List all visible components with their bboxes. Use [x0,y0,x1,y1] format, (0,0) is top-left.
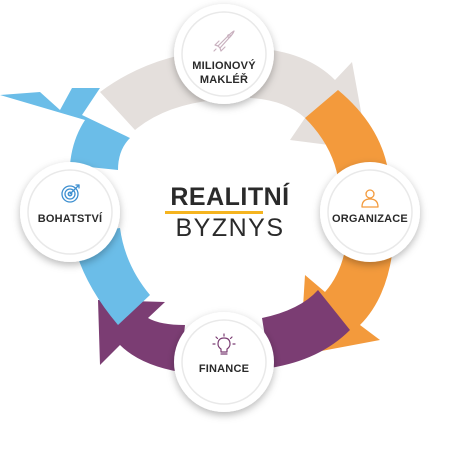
arrow-segment-orange [305,90,388,178]
arrow-segment-blue-head [0,88,130,170]
label-organizace: ORGANIZACE [320,212,420,226]
center-title-line1: REALITNÍ [170,183,290,211]
label-finance: FINANCE [174,362,274,376]
rocket-icon [213,30,235,52]
node-bohatstvi [20,162,120,262]
label-milionovy-makler-line2: MAKLÉŘ [199,74,249,86]
label-finance-text: FINANCE [198,363,250,375]
lightbulb-icon [212,333,236,355]
label-milionovy-makler: MILIONOVÝ MAKLÉŘ [174,59,274,87]
target-icon [61,184,80,203]
node-milionovy-makler [174,4,274,104]
center-title-rule [165,211,263,214]
node-finance [174,312,274,412]
label-bohatstvi: BOHATSTVÍ [20,212,120,226]
person-icon [361,189,379,208]
arrow-segment-purple [262,290,350,368]
node-organizace [320,162,420,262]
center-title-line2: BYZNYS [175,214,285,242]
label-milionovy-makler-line1: MILIONOVÝ [192,60,256,72]
label-organizace-text: ORGANIZACE [332,213,408,225]
label-bohatstvi-text: BOHATSTVÍ [37,213,103,225]
